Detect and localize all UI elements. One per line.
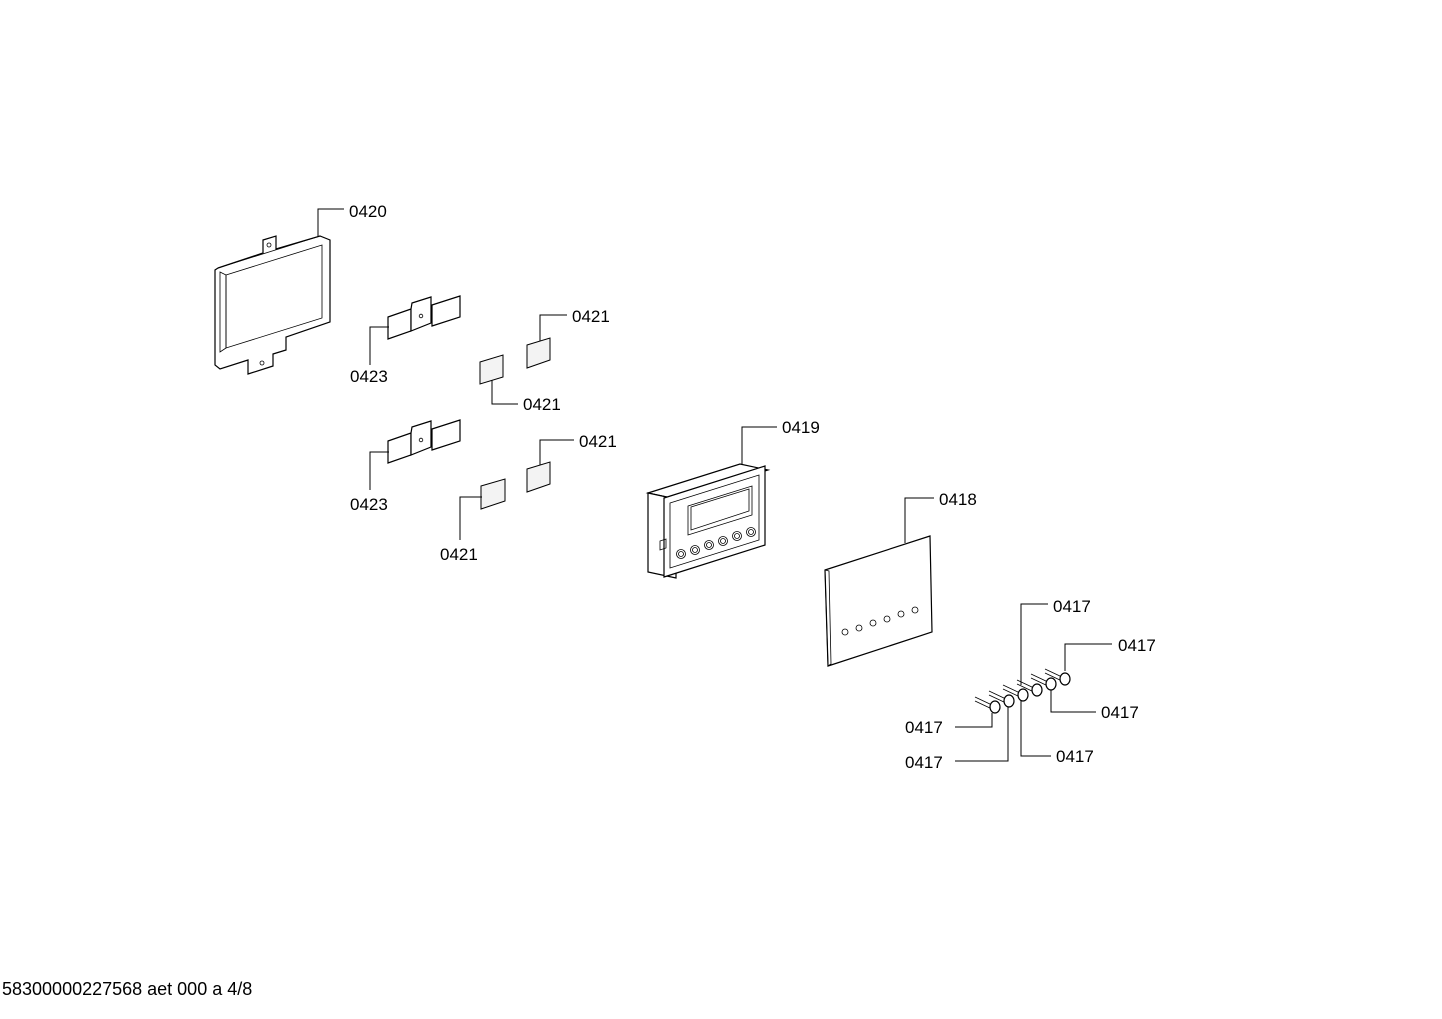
button-1 [974,696,1001,714]
label-0417-c: 0417 [1101,703,1139,722]
label-0417-a: 0417 [1053,597,1091,616]
drawing-reference-footer: 58300000227568 aet 000 a 4/8 [2,979,253,999]
button-6 [1044,668,1071,686]
part-0421-pad-b[interactable] [479,354,504,385]
part-0423-clip-upper[interactable] [387,295,461,340]
label-0417-f: 0417 [1056,747,1094,766]
label-0419: 0419 [782,418,820,437]
button-4 [1016,679,1043,697]
label-0417-e: 0417 [905,753,943,772]
part-0421-pad-d[interactable] [480,478,506,510]
label-0417-b: 0417 [1118,636,1156,655]
part-0420-frame[interactable] [214,235,331,375]
label-0423-lower: 0423 [350,495,388,514]
label-0420: 0420 [349,202,387,221]
button-3 [1002,684,1029,702]
part-0421-pad-a[interactable] [526,337,551,369]
button-2 [988,690,1015,708]
part-0421-pad-c[interactable] [526,461,551,493]
part-0423-clip-lower[interactable] [387,419,461,464]
label-0421-c: 0421 [579,432,617,451]
part-0417-buttons[interactable] [974,668,1071,714]
label-0421-a: 0421 [572,307,610,326]
label-0418: 0418 [939,490,977,509]
label-0421-d: 0421 [440,545,478,564]
label-0421-b: 0421 [523,395,561,414]
label-0417-d: 0417 [905,718,943,737]
part-0419-electronic-module[interactable] [645,463,771,579]
part-0418-front-panel[interactable] [824,535,933,667]
button-5 [1030,673,1057,691]
label-0423-upper: 0423 [350,367,388,386]
